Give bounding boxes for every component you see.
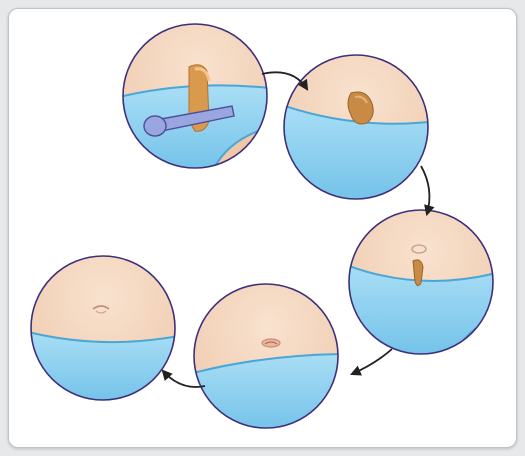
stage-3-circle xyxy=(344,204,504,364)
stage-1-circle xyxy=(119,19,279,179)
arrow-stage-3-to-4 xyxy=(352,349,392,374)
stage-4-circle xyxy=(189,279,349,439)
figure-panel xyxy=(8,8,517,448)
stage-5-circle xyxy=(24,249,184,409)
healing-navel-icon xyxy=(262,339,280,347)
arrow-stage-2-to-3 xyxy=(421,166,429,214)
stage-2-circle xyxy=(279,49,439,209)
healing-sequence-diagram xyxy=(9,9,516,447)
